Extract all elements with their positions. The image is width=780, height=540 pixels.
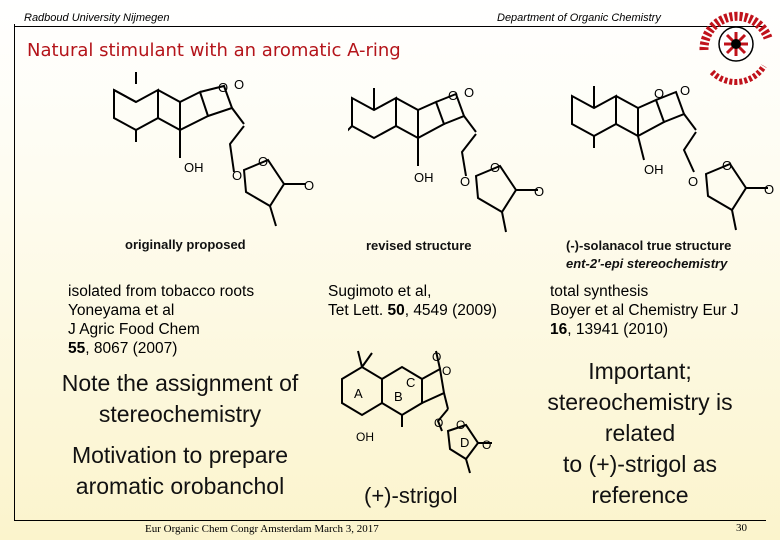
svg-text:O: O <box>304 178 314 193</box>
ring-a-label: A <box>354 386 363 401</box>
ring-c-label: C <box>406 375 415 390</box>
ref3-rest: , 13941 (2010) <box>567 321 669 338</box>
department-header: Department of Organic Chemistry <box>497 12 661 24</box>
ref3-line2: Boyer et al Chemistry Eur J <box>550 302 739 319</box>
caption-originally-proposed: originally proposed <box>125 237 246 252</box>
svg-text:O: O <box>654 86 664 101</box>
oh-label: OH <box>414 170 434 185</box>
ref1-volume: 55 <box>68 340 86 357</box>
svg-text:O: O <box>490 160 500 175</box>
svg-text:O: O <box>534 184 544 199</box>
oh-label: OH <box>184 160 204 175</box>
svg-text:O: O <box>442 364 451 378</box>
reference-sugimoto: Sugimoto et al, Tet Lett. 50, 4549 (2009… <box>328 282 497 320</box>
university-header: Radboud University Nijmegen <box>24 12 170 24</box>
svg-text:O: O <box>434 416 443 430</box>
ref1-line4: 55, 8067 (2007) <box>68 339 254 358</box>
note-left-line3: Motivation to prepare <box>71 442 289 468</box>
ref1-rest: , 8067 (2007) <box>85 340 178 357</box>
svg-text:O: O <box>456 418 465 432</box>
caption-revised-structure: revised structure <box>366 238 472 253</box>
footer-text: Eur Organic Chem Congr Amsterdam March 3… <box>145 523 379 535</box>
ring-b-label: B <box>394 389 403 404</box>
caption-stereochemistry: ent-2'-epi stereochemistry <box>566 256 728 271</box>
svg-text:O: O <box>464 85 474 100</box>
note-left-line1: Note the assignment of <box>61 370 299 396</box>
svg-text:O: O <box>234 77 244 92</box>
note-left-line4: aromatic orobanchol <box>75 473 285 499</box>
strigol-label: (+)-strigol <box>364 483 458 508</box>
strigol-oh-label: OH <box>356 430 374 444</box>
svg-text:O: O <box>432 350 441 364</box>
caption-solanacol: (-)-solanacol true structure <box>566 238 732 253</box>
structure-strigol: A B C D O O O O O OH <box>341 350 492 474</box>
note-right-line4: to (+)-strigol as <box>562 451 717 477</box>
ref3-line1: total synthesis <box>550 283 649 300</box>
ref1-line3: J Agric Food Chem <box>68 321 200 338</box>
reference-boyer: total synthesis Boyer et al Chemistry Eu… <box>550 282 739 339</box>
note-right-line5: reference <box>591 482 689 508</box>
structure-solanacol: O O O O O OH <box>571 83 774 231</box>
ref2-line1: Sugimoto et al, <box>328 283 432 300</box>
note-right-line1: Important; <box>588 358 692 384</box>
nsr-center-logo <box>699 11 773 85</box>
svg-text:O: O <box>688 174 698 189</box>
ref2-volume: 50 <box>387 302 405 319</box>
ref1-line1: isolated from tobacco roots <box>68 283 255 300</box>
svg-text:O: O <box>460 174 470 189</box>
ring-d-label: D <box>460 435 469 450</box>
ref3-volume: 16 <box>550 321 568 338</box>
svg-text:O: O <box>232 168 242 183</box>
left-rule <box>14 24 15 520</box>
ref2-line2: Tet Lett. 50, 4549 (2009) <box>328 301 497 320</box>
note-right: Important; stereochemistry is related to… <box>508 356 772 511</box>
ref1-line2: Yoneyama et al <box>68 302 175 319</box>
ref2-rest: , 4549 (2009) <box>404 302 497 319</box>
svg-text:O: O <box>722 158 732 173</box>
note-right-line3: related <box>604 420 676 446</box>
note-left-line2: stereochemistry <box>98 401 262 427</box>
slide-title: Natural stimulant with an aromatic A-rin… <box>27 40 401 61</box>
svg-text:O: O <box>482 438 491 452</box>
ref2-journal: Tet Lett. <box>328 302 388 319</box>
note-left: Note the assignment of stereochemistry M… <box>30 368 330 502</box>
note-right-line2: stereochemistry is <box>547 389 733 415</box>
page-number: 30 <box>736 522 747 534</box>
structure-revised: O O O O O OH <box>348 85 544 233</box>
svg-text:O: O <box>258 154 268 169</box>
header-rule <box>14 26 766 27</box>
reference-yoneyama: isolated from tobacco roots Yoneyama et … <box>68 282 254 358</box>
footer-rule <box>14 520 766 521</box>
svg-text:O: O <box>218 80 228 95</box>
svg-text:O: O <box>680 83 690 98</box>
structure-originally-proposed: O O O O O OH <box>113 72 314 227</box>
svg-text:O: O <box>764 182 774 197</box>
ref3-line3: 16, 13941 (2010) <box>550 320 739 339</box>
oh-label: OH <box>644 162 664 177</box>
svg-text:O: O <box>448 88 458 103</box>
